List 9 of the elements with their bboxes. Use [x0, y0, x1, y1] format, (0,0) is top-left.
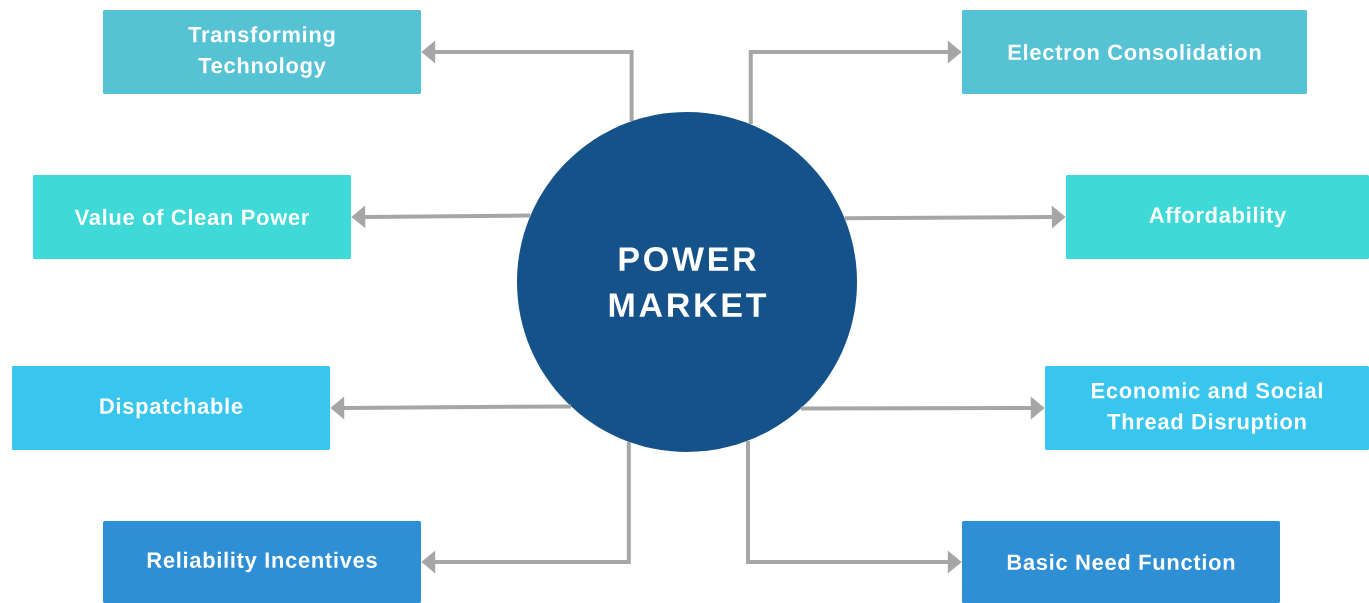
circle-node: POWER MARKET — [517, 112, 857, 452]
topic-box: Value of Clean Power — [33, 175, 351, 259]
topic-box: Reliability Incentives — [103, 521, 421, 603]
topic-box: Economic and Social Thread Disruption — [1045, 366, 1369, 450]
topic-box: Electron Consolidation — [962, 10, 1307, 94]
topic-box: Dispatchable — [12, 366, 330, 450]
topic-box: Affordability — [1066, 175, 1369, 259]
topic-box: Basic Need Function — [962, 521, 1280, 603]
topic-box: Transforming Technology — [103, 10, 421, 94]
